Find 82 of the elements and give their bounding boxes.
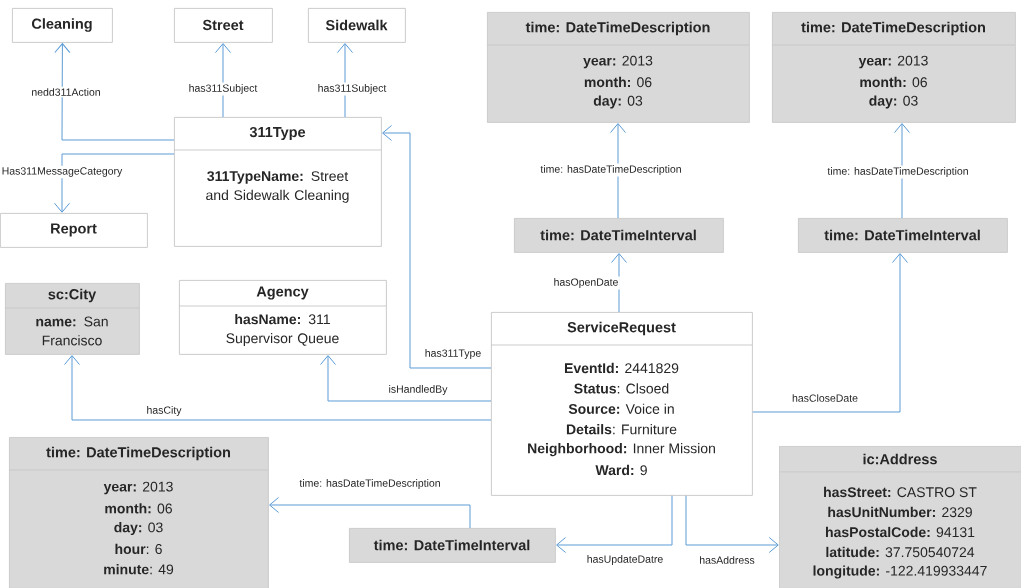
edge-label: has311Subject xyxy=(318,84,387,94)
attribute-text: Details: Furniture xyxy=(566,424,677,435)
class-box xyxy=(0,213,148,248)
arrow xyxy=(215,43,231,118)
class-name: time: DateTimeInterval xyxy=(824,229,980,241)
attribute-text: Neighborhood: Inner Mission xyxy=(528,443,715,457)
edge-label: Has311MessageCategory xyxy=(2,167,123,177)
arrow xyxy=(54,43,175,141)
edge-label: has311Subject xyxy=(189,84,258,94)
attribute-text: hasPostalCode: 94131 xyxy=(826,526,975,538)
attribute-text: month: 06 xyxy=(584,76,652,88)
edge-label: hasAddress xyxy=(700,556,755,564)
edge-label: nedd311Action xyxy=(32,88,100,96)
arrow xyxy=(337,43,353,118)
class-name: time: DateTimeInterval xyxy=(373,539,530,551)
class-box xyxy=(4,283,140,355)
edge-label: hasUpdateDatre xyxy=(587,555,663,565)
class-name: Cleaning xyxy=(32,18,92,32)
attribute-text: Ward: 9 xyxy=(595,464,647,476)
arrow xyxy=(610,123,626,219)
arrow xyxy=(752,253,908,413)
attribute-text: year: 2013 xyxy=(103,481,173,495)
class-name: time: DateTimeDescription xyxy=(525,21,710,36)
class-name: time: DateTimeDescription xyxy=(46,446,230,461)
attribute-text: hasName: 311 Supervisor Queue xyxy=(226,313,339,346)
class-name: Report xyxy=(51,223,97,237)
class-box xyxy=(798,218,1008,253)
class-name: Street xyxy=(202,19,244,31)
attribute-text: hasUnitNumber: 2329 xyxy=(828,506,972,518)
class-box xyxy=(349,528,556,563)
class-box xyxy=(8,437,269,588)
attribute-text: latitude: 37.750540724 xyxy=(826,546,975,558)
class-box xyxy=(486,12,750,123)
class-box xyxy=(490,312,753,496)
edge-label: isHandledBy xyxy=(389,385,448,395)
attribute-text: hour: 6 xyxy=(115,543,162,555)
class-box xyxy=(778,446,1021,588)
attribute-text: month: 06 xyxy=(860,76,927,88)
attribute-text: hasStreet: CASTRO ST xyxy=(824,486,977,498)
class-name: ServiceRequest xyxy=(567,321,676,336)
edge-label: time: hasDateTimeDescription xyxy=(827,167,968,177)
attribute-text: name: San Francisco xyxy=(36,316,108,346)
arrow xyxy=(894,123,910,219)
attribute-text: year: 2013 xyxy=(858,55,928,69)
attribute-text: day: 03 xyxy=(869,95,918,109)
class-name: time: DateTimeDescription xyxy=(801,21,985,36)
arrow xyxy=(685,495,779,553)
class-name: Sidewalk xyxy=(325,19,388,31)
class-name: time: DateTimeInterval xyxy=(540,229,696,241)
attribute-text: month: 06 xyxy=(105,503,172,514)
class-name: sc:City xyxy=(48,288,97,303)
attribute-text: minute: 49 xyxy=(104,564,174,575)
arrow xyxy=(64,355,492,421)
arrow xyxy=(320,355,492,402)
edge-label: hasCloseDate xyxy=(792,394,858,402)
class-box xyxy=(178,280,387,355)
edge-label: has311Type xyxy=(425,349,481,359)
arrow xyxy=(382,125,492,369)
class-name: ic:Address xyxy=(863,453,937,465)
attribute-text: longitude: -122.419933447 xyxy=(813,565,987,579)
attribute-text: Status: Clsoed xyxy=(574,383,669,394)
arrow xyxy=(269,497,471,529)
edge-label: time: hasDateTimeDescription xyxy=(540,165,681,175)
class-name: 311Type xyxy=(249,126,306,141)
edge-label: hasOpenDate xyxy=(554,278,618,288)
attribute-text: year: 2013 xyxy=(583,55,653,69)
attribute-text: day: 03 xyxy=(114,522,163,536)
arrow xyxy=(556,495,673,553)
attribute-text: day: 03 xyxy=(593,95,643,109)
edge-label: time: hasDateTimeDescription xyxy=(299,479,440,489)
arrow xyxy=(54,153,175,213)
attribute-text: EventId: 2441829 xyxy=(565,362,679,374)
class-box xyxy=(771,12,1016,123)
class-box xyxy=(173,117,382,247)
class-box xyxy=(308,8,406,43)
attribute-text: Source: Voice in xyxy=(568,403,674,414)
edge-label: hasCity xyxy=(147,406,182,416)
class-box xyxy=(12,8,113,43)
class-name: Agency xyxy=(256,286,309,300)
attribute-text: 311TypeName: Street and Sidewalk Cleaning xyxy=(206,171,349,203)
class-box xyxy=(514,218,724,253)
class-box xyxy=(174,8,273,43)
